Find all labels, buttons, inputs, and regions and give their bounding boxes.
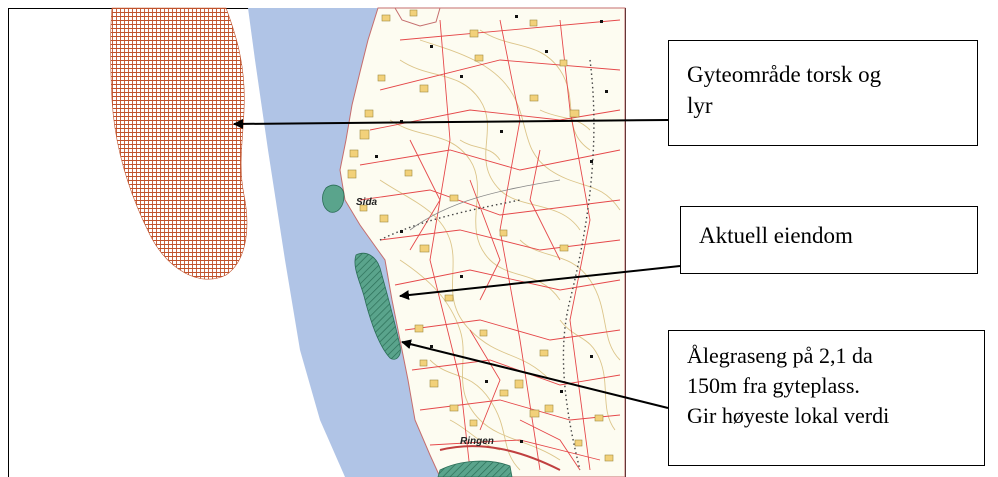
road-path	[379, 59, 595, 471]
land-area	[339, 7, 626, 477]
eelgrass-meadow-bottom-hatch	[438, 461, 512, 477]
callout-eelgrass-line-1: Ålegraseng på 2,1 da	[687, 343, 873, 368]
place-label-ringen: Ringen	[460, 436, 494, 447]
eelgrass-meadow-small	[322, 184, 345, 213]
callout-eelgrass-line-2: 150m fra gyteplass.	[687, 373, 860, 398]
road-grey	[409, 179, 561, 231]
callout-property-line-1: Aktuell eiendom	[699, 223, 853, 248]
callout-spawning-area: Gyteområde torsk og lyr	[668, 40, 978, 146]
callout-eelgrass-line-3: Gir høyeste lokal verdi	[687, 403, 890, 428]
property-boundaries	[359, 19, 621, 471]
islet-top	[394, 7, 441, 27]
road-main	[439, 445, 561, 471]
arrow-property	[399, 265, 681, 301]
callout-spawning-line-1: Gyteområde torsk og	[687, 62, 882, 87]
callout-eelgrass: Ålegraseng på 2,1 da 150m fra gyteplass.…	[668, 330, 985, 466]
eelgrass-meadow-main-hatch	[354, 253, 401, 360]
buildings	[347, 9, 614, 462]
arrow-eelgrass	[401, 339, 669, 409]
place-label-sida: Sida	[356, 197, 378, 208]
spawning-area	[110, 7, 248, 280]
callout-spawning-line-2: lyr	[687, 93, 713, 118]
callout-property: Aktuell eiendom	[680, 206, 978, 274]
arrow-spawning	[233, 118, 669, 129]
